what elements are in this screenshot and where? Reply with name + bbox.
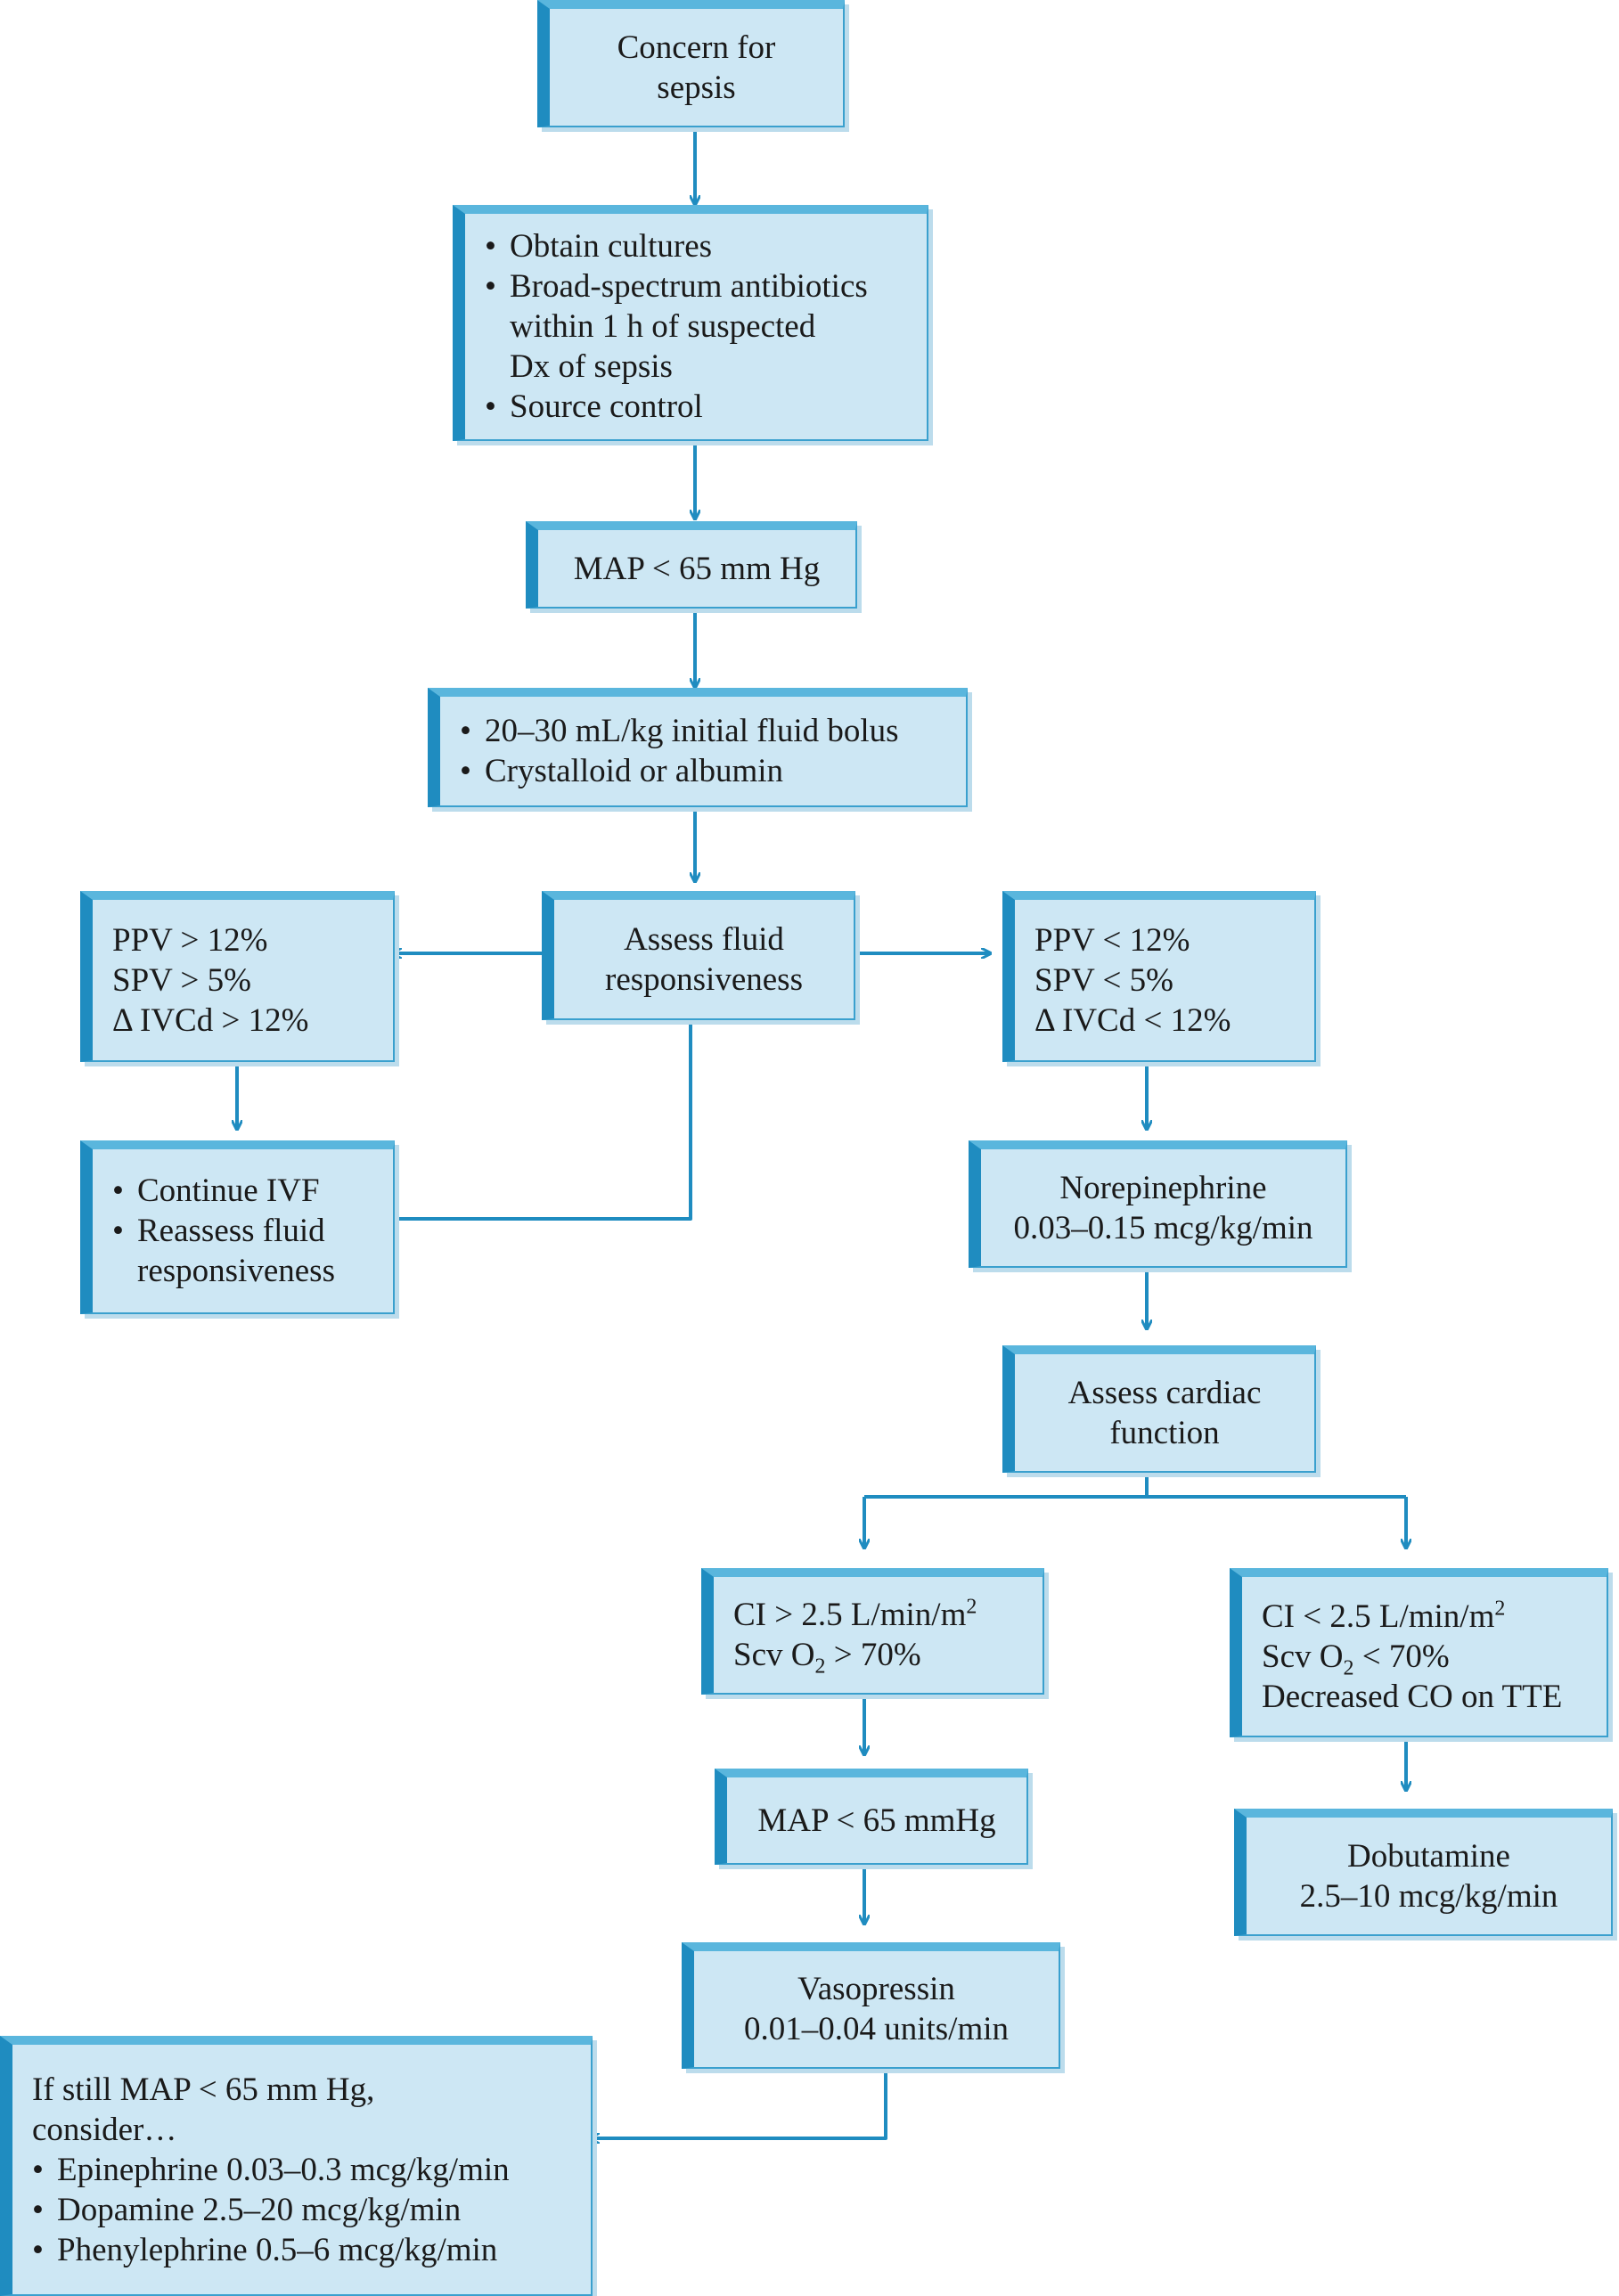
node-text: Scv O [733,1637,815,1673]
node-text: Norepinephrine [1059,1169,1267,1206]
node-concern-for-sepsis: Concern for sepsis [537,0,845,127]
bullet-icon: • [112,1173,124,1209]
arrow-continue-loop-back [394,1011,691,1221]
bullet-icon: • [485,228,496,265]
node-text: If still MAP < 65 mm Hg, [32,2071,375,2108]
node-text: 0.03–0.15 mcg/kg/min [1013,1209,1313,1246]
node-cardiac-index-low: CI < 2.5 L/min/m2 Scv O2 < 70% Decreased… [1230,1568,1608,1737]
node-text: Δ IVCd > 12% [112,1001,309,1039]
node-fluid-responsive-criteria: PPV > 12% SPV > 5% Δ IVCd > 12% [80,891,395,1062]
subscript: 2 [1343,1655,1354,1679]
node-continue-ivf: • Continue IVF • Reassess fluid responsive… [80,1140,395,1314]
node-text: function [1109,1414,1220,1451]
node-text: responsiveness [137,1253,335,1289]
node-text: Epinephrine 0.03–0.3 mcg/kg/min [57,2151,510,2188]
node-text: responsiveness [605,960,803,998]
node-text: Assess fluid [624,920,784,958]
node-text: Dx of sepsis [510,348,673,385]
node-text: CI > 2.5 L/min/m [733,1597,967,1633]
node-text: > 70% [825,1637,921,1673]
node-text: < 70% [1353,1638,1450,1675]
node-text: SPV > 5% [112,961,251,999]
node-text: 20–30 mL/kg initial fluid bolus [485,713,899,749]
node-vasopressin: Vasopressin 0.01–0.04 units/min [682,1942,1060,2069]
node-text: Dobutamine [1347,1837,1510,1875]
superscript: 2 [966,1595,977,1619]
node-fluid-nonresponsive-criteria: PPV < 12% SPV < 5% Δ IVCd < 12% [1002,891,1316,1062]
bullet-icon: • [460,713,471,749]
node-dobutamine: Dobutamine 2.5–10 mcg/kg/min [1234,1809,1613,1936]
node-map-threshold-1: MAP < 65 mm Hg [526,521,857,609]
node-text: Broad-spectrum antibiotics [510,268,868,305]
node-text: Obtain cultures [510,228,713,265]
node-initial-management: • Obtain cultures • Broad-spectrum antibio… [453,205,928,441]
node-text: Dopamine 2.5–20 mcg/kg/min [57,2191,462,2228]
node-text: consider… [32,2111,177,2148]
subscript: 2 [814,1655,826,1679]
bullet-icon: • [32,2191,44,2228]
node-cardiac-index-high: CI > 2.5 L/min/m2 Scv O2 > 70% [701,1568,1044,1695]
node-text: MAP < 65 mm Hg [573,550,821,587]
node-text: sepsis [657,69,736,106]
bullet-icon: • [32,2231,44,2268]
node-fluid-bolus: • 20–30 mL/kg initial fluid bolus • Crysta… [428,688,968,807]
node-text: within 1 h of suspected [510,308,816,345]
node-text: Crystalloid or albumin [485,753,784,789]
bullet-icon: • [485,268,496,305]
node-additional-vasopressors: If still MAP < 65 mm Hg, consider… • Epin… [0,2036,593,2296]
bullet-icon: • [485,388,496,425]
node-text: Δ IVCd < 12% [1034,1001,1231,1039]
node-text: Concern for [617,29,776,66]
node-text: PPV > 12% [112,921,268,959]
node-text: Scv O [1262,1638,1344,1675]
node-norepinephrine: Norepinephrine 0.03–0.15 mcg/kg/min [969,1140,1347,1268]
node-text: SPV < 5% [1034,961,1173,999]
bullet-icon: • [32,2151,44,2188]
arrow-vasopressin-to-final [590,2047,887,2138]
node-text: Vasopressin [797,1971,955,2007]
bullet-icon: • [460,753,471,789]
node-map-threshold-2: MAP < 65 mmHg [715,1769,1028,1865]
node-text: 2.5–10 mcg/kg/min [1299,1877,1558,1915]
bullet-icon: • [112,1213,124,1249]
node-text: Continue IVF [137,1173,320,1209]
node-text: Assess cardiac [1067,1374,1262,1411]
node-text: PPV < 12% [1034,921,1190,959]
superscript: 2 [1494,1597,1506,1621]
node-text: Reassess fluid [137,1213,325,1249]
node-text: 0.01–0.04 units/min [743,2011,1010,2047]
node-assess-cardiac-function: Assess cardiac function [1002,1345,1316,1473]
node-text: Source control [510,388,703,425]
node-text: Phenylephrine 0.5–6 mcg/kg/min [57,2231,498,2268]
node-text: CI < 2.5 L/min/m [1262,1597,1495,1635]
node-text: Decreased CO on TTE [1262,1678,1563,1715]
node-assess-fluid-responsiveness: Assess fluid responsiveness [542,891,855,1020]
node-text: MAP < 65 mmHg [757,1802,996,1839]
